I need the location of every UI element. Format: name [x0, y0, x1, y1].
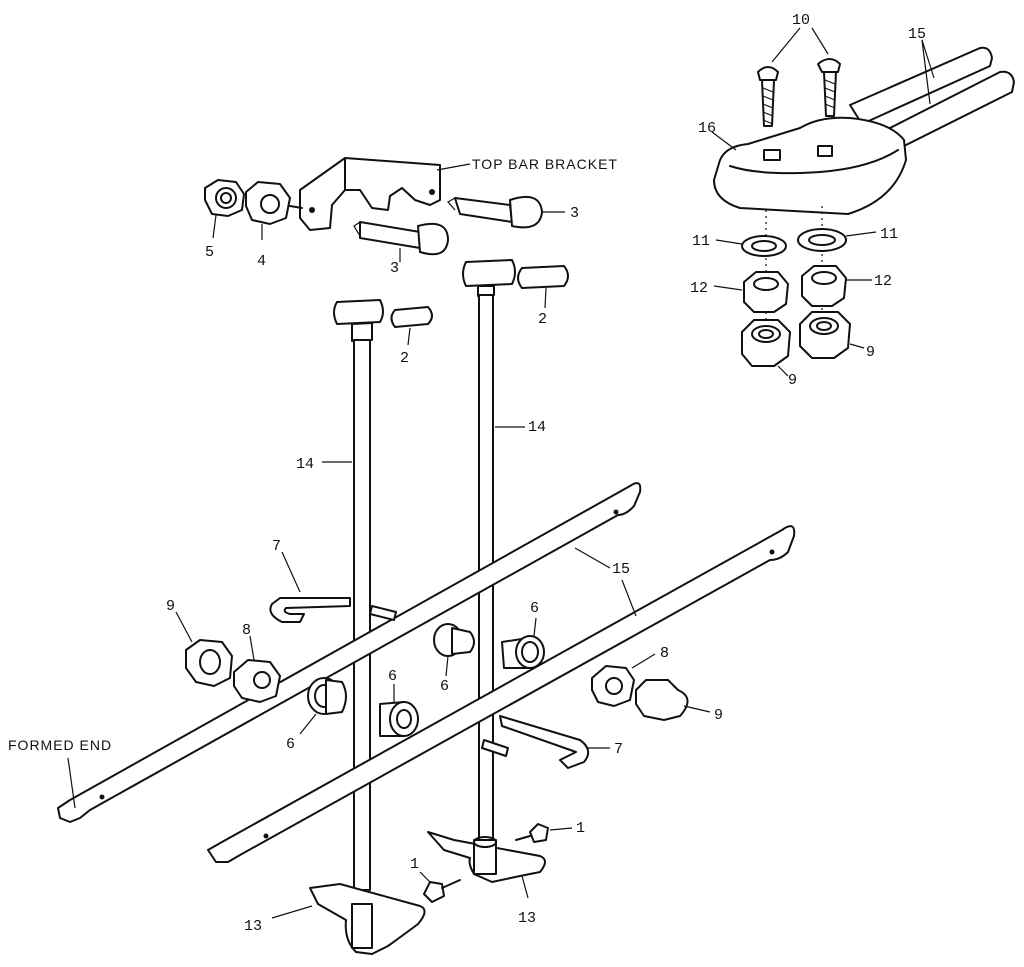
label-part-8-right: 8: [660, 645, 669, 662]
label-part-6-d: 6: [388, 668, 397, 685]
part-8-hex-nut-right: [591, 665, 635, 707]
part-6-bushing-c: [307, 677, 347, 715]
part-12-nut-left: [743, 271, 789, 313]
part-15-bars-inset: [849, 46, 1015, 149]
part-2-cap-left: [390, 306, 433, 328]
part-15-bar-lower: [207, 525, 796, 863]
label-part-5: 5: [205, 244, 214, 261]
label-part-1-left: 1: [410, 856, 419, 873]
part-13-foot-left: [309, 883, 426, 955]
part-9-cap-nut-inset-right: [799, 311, 851, 359]
label-part-11-right: 11: [880, 226, 898, 243]
label-part-6-b: 6: [530, 600, 539, 617]
part-11-washer-right: [797, 228, 847, 252]
part-9-cap-nut-inset-left: [741, 319, 791, 367]
part-14-upright-left: [333, 299, 384, 891]
label-part-6-a: 6: [440, 678, 449, 695]
part-10-screw-left: [757, 66, 779, 127]
part-12-nut-right: [801, 265, 847, 307]
label-part-9-inset-right: 9: [866, 344, 875, 361]
part-8-hex-nut-left: [233, 659, 281, 703]
label-part-14-right: 14: [528, 419, 546, 436]
label-part-7-upper: 7: [272, 538, 281, 555]
part-16-bar-cap: [713, 116, 907, 215]
label-part-15-inset: 15: [908, 26, 926, 43]
label-part-9-right: 9: [714, 707, 723, 724]
label-part-15-upper: 15: [612, 561, 630, 578]
part-13-foot-right: [427, 831, 546, 883]
label-part-9-left: 9: [166, 598, 175, 615]
part-5-cap-nut: [204, 179, 245, 217]
part-7-u-bolt-upper: [269, 597, 397, 623]
label-part-3-upper: 3: [570, 205, 579, 222]
label-top-bar-bracket: TOP BAR BRACKET: [472, 156, 618, 172]
label-part-7-lower: 7: [614, 741, 623, 758]
part-1-screw-left: [423, 879, 461, 903]
label-part-1-right: 1: [576, 820, 585, 837]
part-7-u-bolt-lower: [481, 715, 590, 769]
part-9-cap-nut-right: [635, 679, 689, 721]
part-3-bolt-upper: [447, 196, 543, 229]
part-4-hex-nut: [245, 181, 303, 225]
label-part-13-left: 13: [244, 918, 262, 935]
label-part-11-left: 11: [692, 233, 710, 250]
label-part-16: 16: [698, 120, 716, 137]
label-part-2-right: 2: [538, 311, 547, 328]
label-part-9-inset-left: 9: [788, 372, 797, 389]
part-10-screw-right: [817, 58, 841, 117]
part-6-bushing-b: [501, 635, 545, 669]
label-part-3-lower: 3: [390, 260, 399, 277]
part-6-bushing-d: [379, 701, 419, 737]
label-part-10: 10: [792, 12, 810, 29]
part-15-bar-upper: [57, 482, 642, 823]
part-9-cap-nut-left: [185, 639, 233, 687]
part-1-screw-right: [515, 823, 549, 843]
part-3-bolt-lower: [353, 221, 449, 256]
part-6-bushing-a: [433, 623, 475, 657]
label-part-8-left: 8: [242, 622, 251, 639]
label-part-6-c: 6: [286, 736, 295, 753]
label-part-12-left: 12: [690, 280, 708, 297]
label-part-12-right: 12: [874, 273, 892, 290]
part-2-cap-right: [517, 265, 569, 289]
top-bar-bracket: [299, 157, 441, 231]
label-part-2-left: 2: [400, 350, 409, 367]
label-part-13-right: 13: [518, 910, 536, 927]
label-part-14-left: 14: [296, 456, 314, 473]
label-formed-end: FORMED END: [8, 737, 112, 753]
part-11-washer-left: [741, 235, 787, 257]
label-part-4: 4: [257, 253, 266, 270]
